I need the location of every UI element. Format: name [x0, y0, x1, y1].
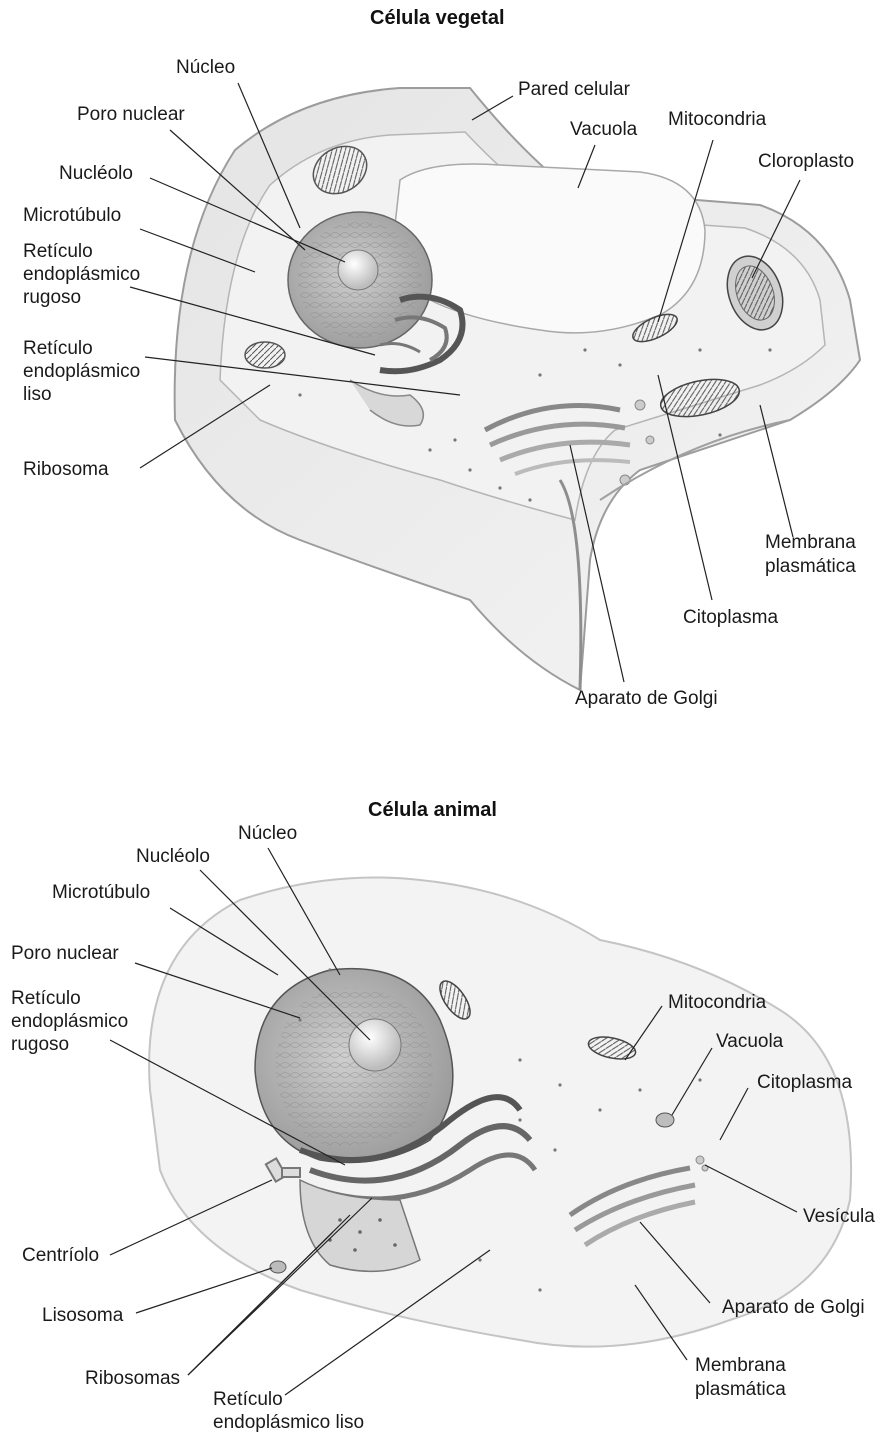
- animal-cell-outline: [149, 878, 851, 1347]
- plant-label-rer-2: endoplásmico: [23, 264, 140, 286]
- animal-label-golgi: Aparato de Golgi: [722, 1297, 865, 1319]
- animal-label-poro: Poro nuclear: [11, 943, 119, 965]
- animal-label-mitocondria: Mitocondria: [668, 992, 766, 1014]
- plant-label-membrana-2: plasmática: [765, 556, 856, 578]
- plant-label-citoplasma: Citoplasma: [683, 607, 778, 629]
- plant-label-cloroplasto: Cloroplasto: [758, 151, 854, 173]
- plant-label-golgi: Aparato de Golgi: [575, 688, 718, 710]
- animal-label-vacuola: Vacuola: [716, 1031, 783, 1053]
- animal-label-nucleo: Núcleo: [238, 823, 297, 845]
- animal-label-vesicula: Vesícula: [803, 1206, 875, 1228]
- plant-label-membrana-1: Membrana: [765, 532, 856, 554]
- animal-cell-illustration: [149, 878, 851, 1347]
- animal-label-membrana-1: Membrana: [695, 1355, 786, 1377]
- plant-label-nucleo: Núcleo: [176, 57, 235, 79]
- animal-label-microtubulo: Microtúbulo: [52, 882, 150, 904]
- plant-label-vacuola: Vacuola: [570, 119, 637, 141]
- plant-label-rer-1: Retículo: [23, 241, 93, 263]
- animal-cell-title: Célula animal: [368, 799, 497, 822]
- animal-label-rer-3: rugoso: [11, 1034, 69, 1056]
- plant-label-nucleolo: Nucléolo: [59, 163, 133, 185]
- animal-label-centriolo: Centríolo: [22, 1245, 99, 1267]
- plant-nucleolus-shape: [338, 250, 378, 290]
- plant-label-rel-1: Retículo: [23, 338, 93, 360]
- plant-label-rel-2: endoplásmico: [23, 361, 140, 383]
- plant-label-microtubulo: Microtúbulo: [23, 205, 121, 227]
- animal-label-rer-2: endoplásmico: [11, 1011, 128, 1033]
- animal-label-rel-1: Retículo: [213, 1389, 283, 1411]
- plant-label-ribosoma: Ribosoma: [23, 459, 109, 481]
- plant-label-pared: Pared celular: [518, 79, 630, 101]
- plant-label-rer-3: rugoso: [23, 287, 81, 309]
- animal-label-rer-1: Retículo: [11, 988, 81, 1010]
- animal-label-citoplasma: Citoplasma: [757, 1072, 852, 1094]
- plant-label-poro: Poro nuclear: [77, 104, 185, 126]
- plant-label-mitocondria: Mitocondria: [668, 109, 766, 131]
- plant-cell-title: Célula vegetal: [370, 7, 505, 30]
- animal-label-nucleolo: Nucléolo: [136, 846, 210, 868]
- plant-cell-illustration: [175, 88, 860, 690]
- animal-label-membrana-2: plasmática: [695, 1379, 786, 1401]
- animal-label-rel-2: endoplásmico liso: [213, 1412, 364, 1434]
- animal-label-lisosoma: Lisosoma: [42, 1305, 123, 1327]
- animal-label-ribosomas: Ribosomas: [85, 1368, 180, 1390]
- plant-label-rel-3: liso: [23, 384, 52, 406]
